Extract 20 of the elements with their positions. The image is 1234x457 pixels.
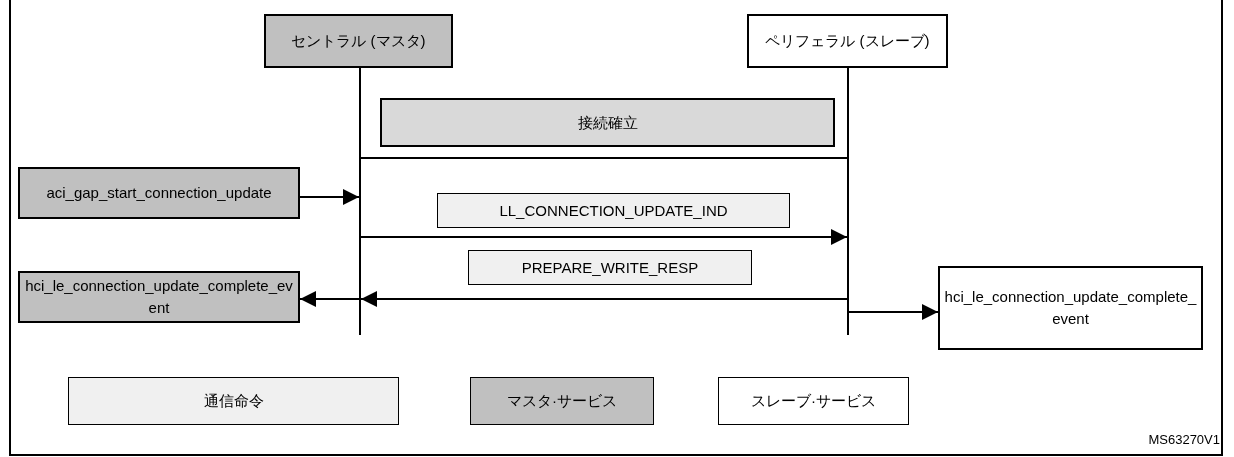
arrow <box>360 229 848 245</box>
arrow <box>299 189 360 205</box>
arrow <box>299 291 360 307</box>
legend-item: スレーブ·サービス <box>718 377 909 425</box>
legend-item: マスタ·サービス <box>470 377 654 425</box>
message-label: PREPARE_WRITE_RESP <box>468 250 752 285</box>
arrow <box>360 291 848 307</box>
figure-id: MS63270V1 <box>1148 432 1220 447</box>
arrow <box>848 304 939 320</box>
lifeline-header: セントラル (マスタ) <box>264 14 453 68</box>
lifeline <box>359 68 361 335</box>
event-box: hci_le_connection_update_complete_event <box>18 271 300 323</box>
lifeline-header: ペリフェラル (スレーブ) <box>747 14 948 68</box>
legend-item: 通信命令 <box>68 377 399 425</box>
divider-line <box>360 157 848 159</box>
lifeline <box>847 68 849 335</box>
command-box: aci_gap_start_connection_update <box>18 167 300 219</box>
phase-band: 接続確立 <box>380 98 835 147</box>
event-box: hci_le_connection_update_complete_event <box>938 266 1203 350</box>
message-label: LL_CONNECTION_UPDATE_IND <box>437 193 790 228</box>
